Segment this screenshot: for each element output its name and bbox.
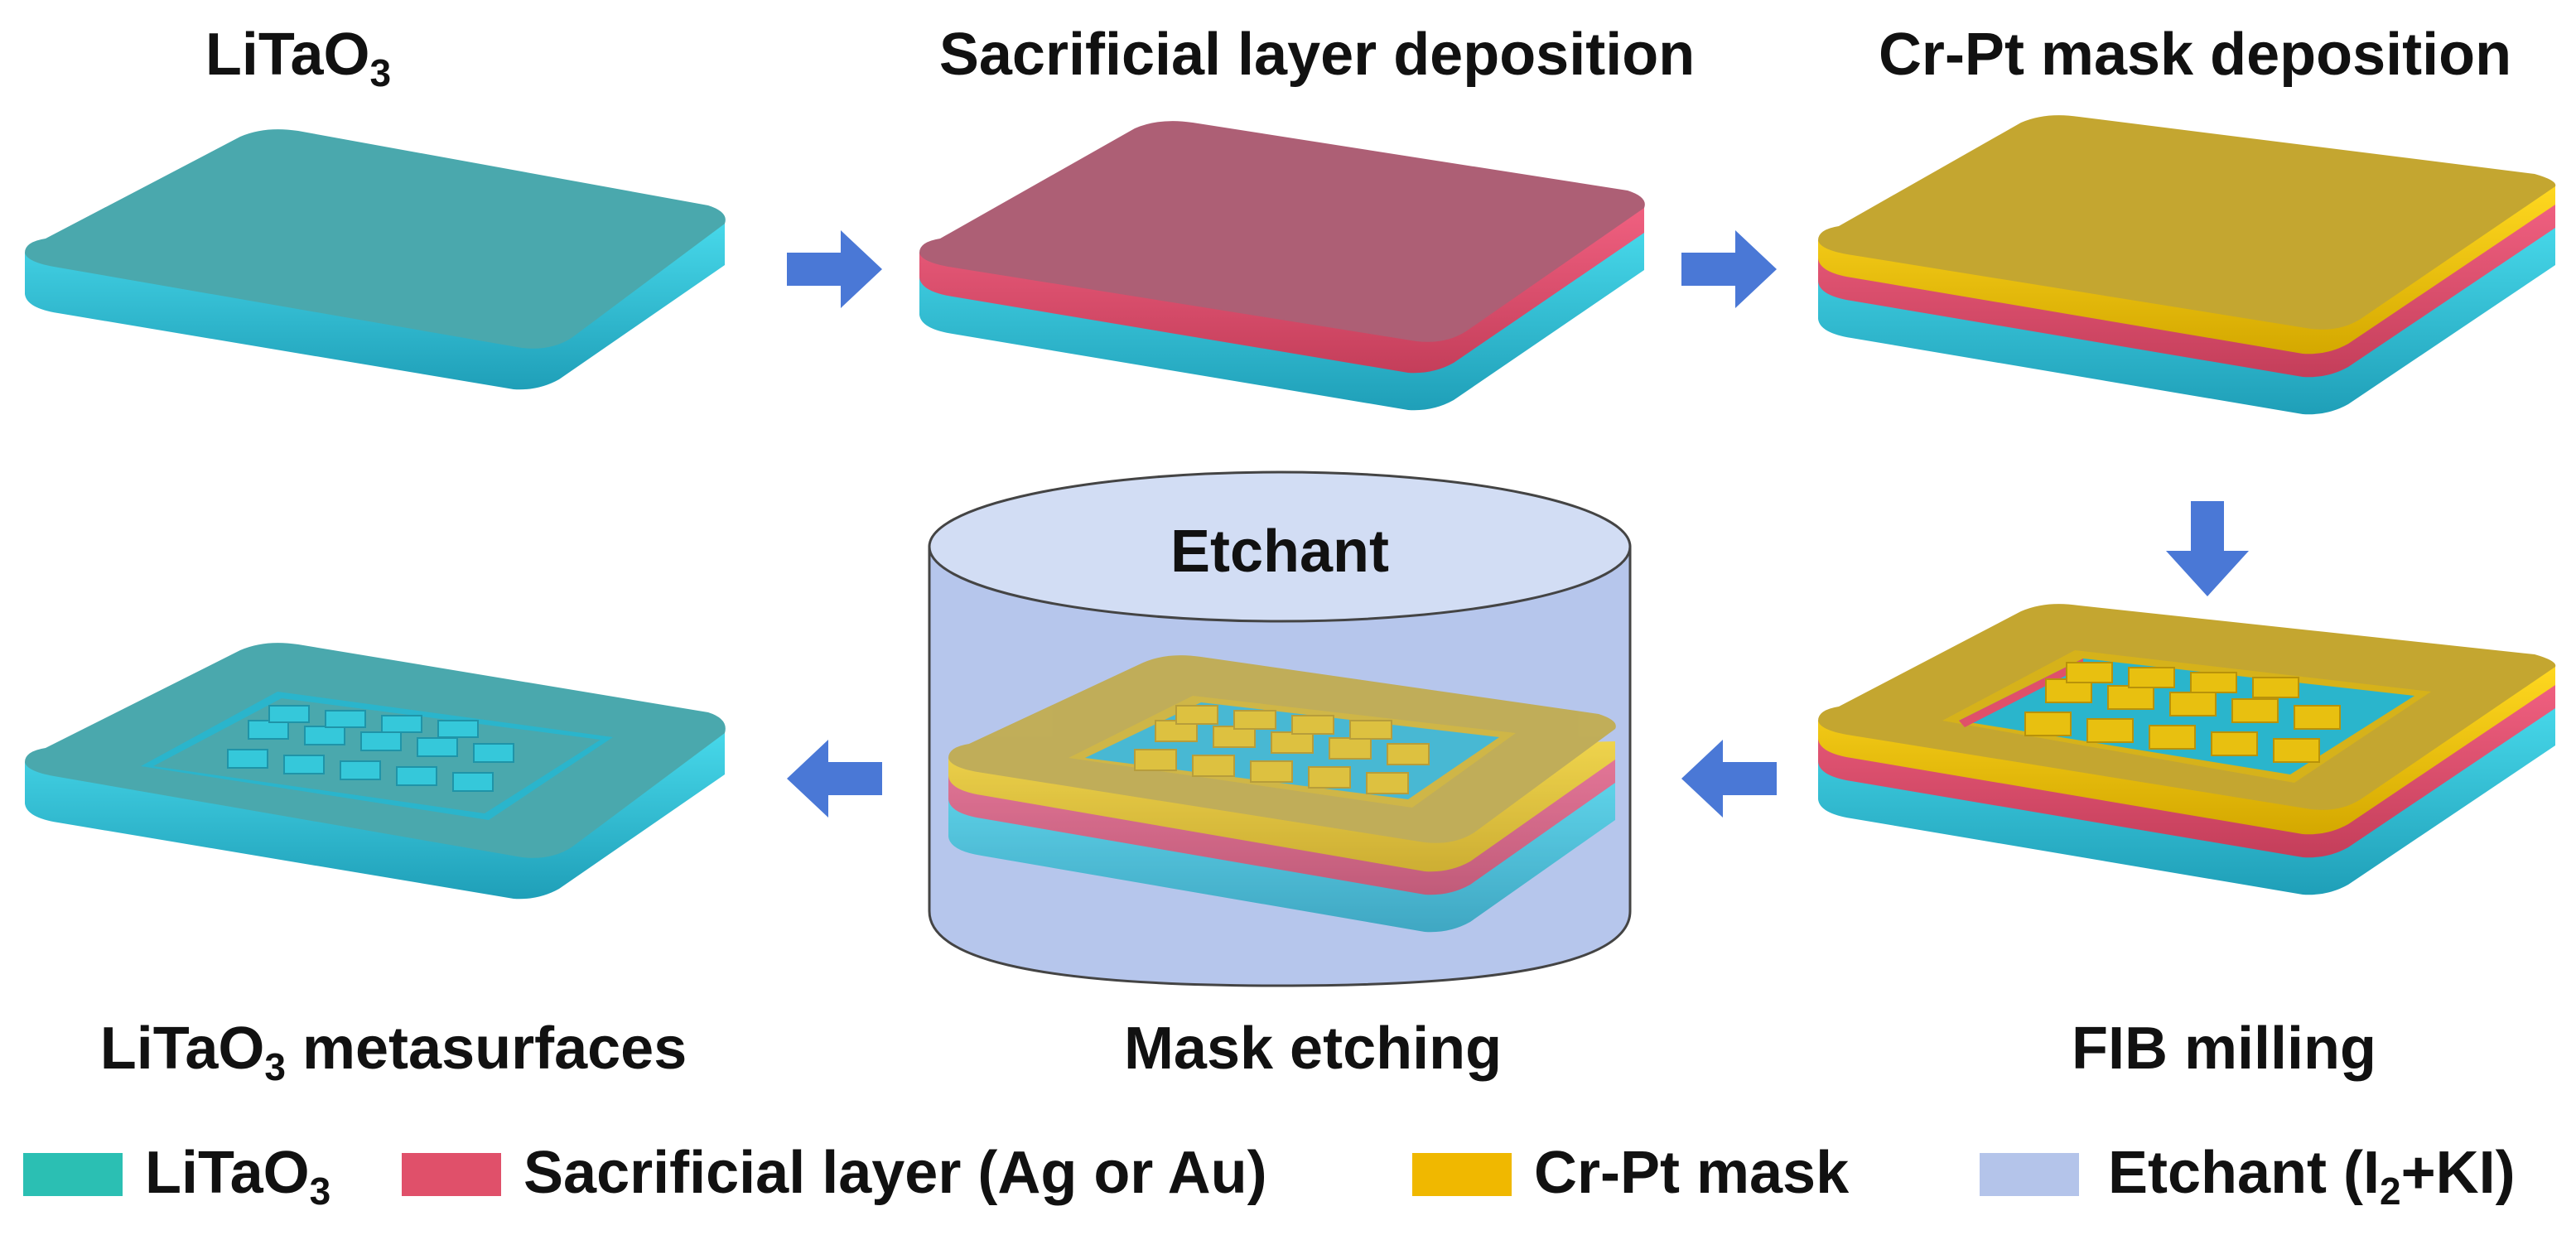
step-final: LiTaO3 metasurfaces — [25, 643, 726, 1088]
legend: LiTaO3 Sacrificial layer (Ag or Au) Cr-P… — [23, 1140, 2516, 1213]
arrow-down-icon — [2166, 501, 2249, 596]
fib-pillars — [2024, 662, 2341, 763]
legend-item-etchant: Etchant (I2+KI) — [1980, 1140, 2516, 1213]
legend-swatch-litao3 — [23, 1153, 123, 1196]
arrow-left-icon — [787, 740, 882, 818]
legend-swatch-etchant — [1980, 1153, 2079, 1196]
legend-label-etchant: Etchant (I — [2108, 1140, 2380, 1206]
arrow-left-icon — [1681, 740, 1777, 818]
fib-stack — [1818, 604, 2556, 895]
legend-label-litao3: LiTaO — [145, 1140, 310, 1206]
step-substrate: LiTaO3 — [25, 22, 726, 390]
legend-item-litao3: LiTaO3 — [23, 1140, 330, 1213]
svg-text:Etchant (I2+KI): Etchant (I2+KI) — [2108, 1140, 2516, 1213]
mask-stack — [1818, 115, 2556, 415]
legend-swatch-mask — [1412, 1153, 1512, 1196]
legend-swatch-sacrificial — [402, 1153, 501, 1196]
metasurface-pillars — [227, 705, 514, 792]
svg-text:LiTaO3: LiTaO3 — [145, 1140, 330, 1213]
fib-label: FIB milling — [2072, 1015, 2376, 1082]
final-label: LiTaO3 metasurfaces — [100, 1015, 687, 1088]
step-mask-deposition: Cr-Pt mask deposition — [1818, 22, 2556, 415]
sacrificial-stack — [919, 121, 1645, 411]
legend-item-mask: Cr-Pt mask — [1412, 1140, 1850, 1206]
sacrificial-step-label: Sacrificial layer deposition — [939, 22, 1695, 88]
arrow-right-icon — [787, 230, 882, 308]
legend-label-mask: Cr-Pt mask — [1534, 1140, 1850, 1206]
step-etching: Etchant Mask etching — [928, 470, 1632, 1082]
metasurface-slab — [25, 643, 726, 900]
etchant-label: Etchant — [1170, 519, 1389, 585]
step-fib: FIB milling — [1818, 604, 2556, 1082]
step-sacrificial: Sacrificial layer deposition — [919, 22, 1695, 411]
legend-item-sacrificial: Sacrificial layer (Ag or Au) — [402, 1140, 1267, 1206]
etching-stack — [948, 655, 1616, 933]
substrate-label: LiTaO3 — [205, 22, 391, 94]
etching-label: Mask etching — [1124, 1015, 1502, 1082]
arrow-right-icon — [1681, 230, 1777, 308]
mask-deposition-label: Cr-Pt mask deposition — [1879, 22, 2511, 88]
legend-label-sacrificial: Sacrificial layer (Ag or Au) — [523, 1140, 1267, 1206]
substrate-slab — [25, 129, 726, 390]
